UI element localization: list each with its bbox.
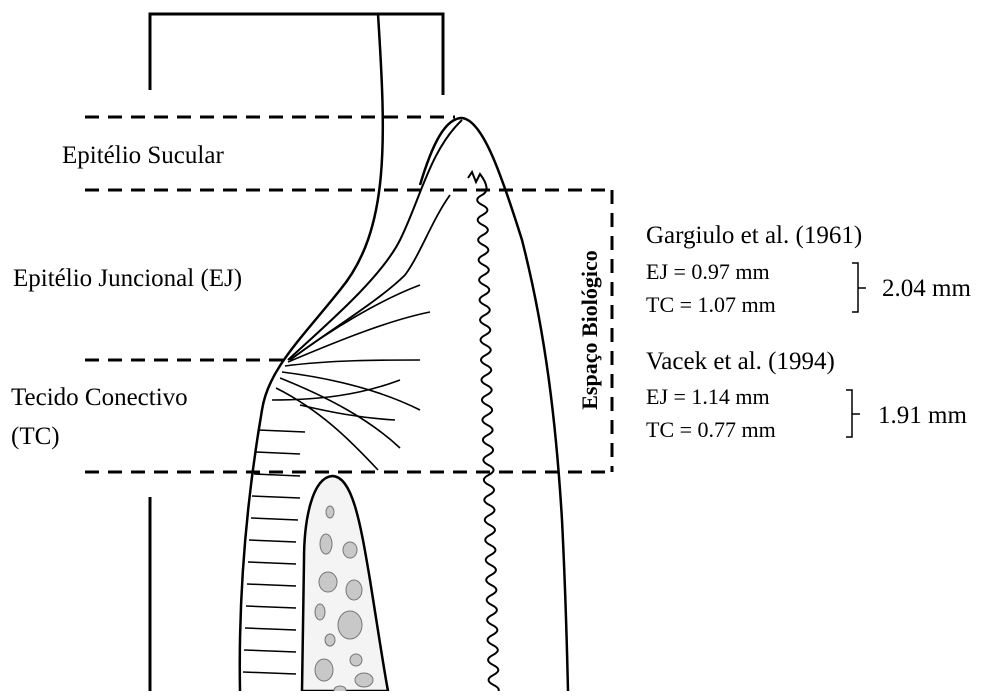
zone-boundaries [85,117,612,472]
rete-pegs-line [468,172,499,691]
study1-tc: TC = 1.07 mm [646,292,776,317]
zone-label-junctional: Epitélio Juncional (EJ) [13,265,242,292]
zone-label-sulcular: Epitélio Sucular [62,142,224,169]
sulcus-line [288,120,462,360]
alveolar-bone [302,476,388,691]
biologic-width-label: Espaço Biológico [577,250,602,410]
study2-tc: TC = 0.77 mm [646,417,776,442]
zone-label-connective-line2: (TC) [11,423,60,450]
tooth-crown-outline [150,14,443,95]
gingival-fibers [272,285,430,470]
study2-brace [846,390,860,437]
study1-total: 2.04 mm [882,275,971,302]
study2-ej: EJ = 1.14 mm [646,384,770,409]
study2-total: 1.91 mm [878,402,967,429]
study1-ej: EJ = 0.97 mm [646,259,770,284]
study1-brace [852,263,866,312]
zone-label-connective-line1: Tecido Conectivo [11,384,188,411]
study2-title: Vacek et al. (1994) [646,348,835,375]
study1-title: Gargiulo et al. (1961) [646,222,862,249]
gingiva-outline [420,118,568,691]
